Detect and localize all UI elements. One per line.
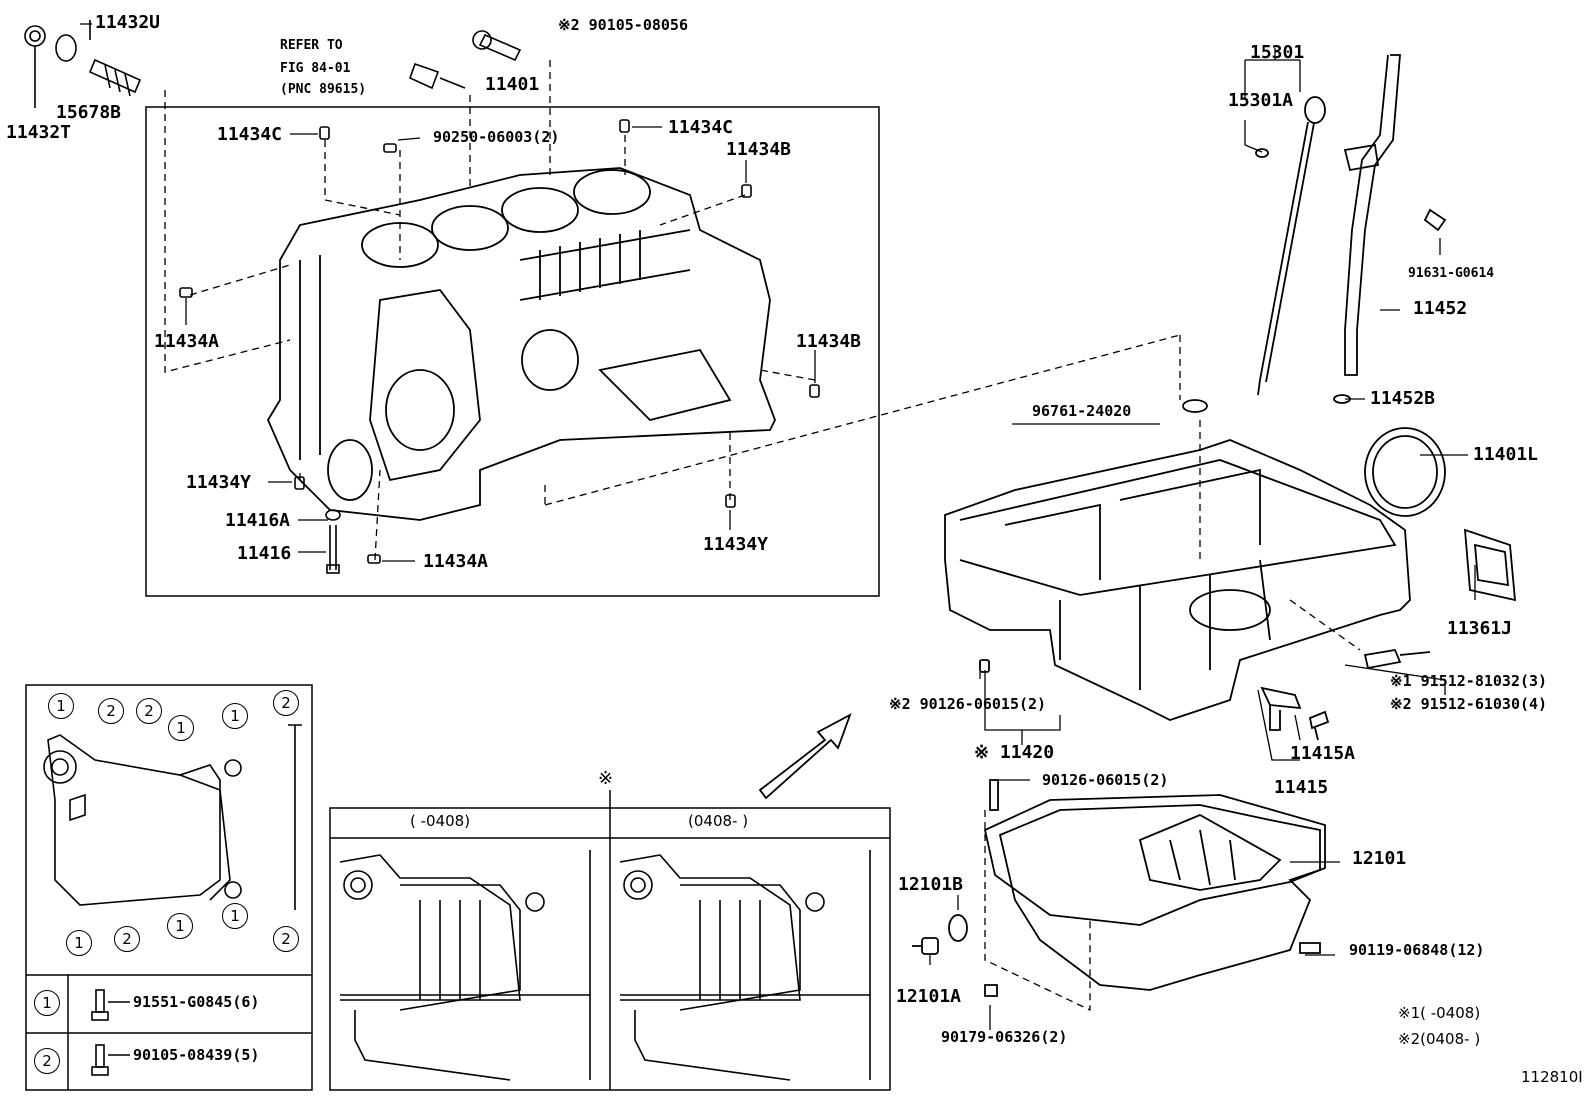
part-label-11401[interactable]: 11401 (485, 74, 540, 95)
part-label-90126-06015-b[interactable]: 90126-06015(2) (1042, 771, 1169, 789)
part-label-15301[interactable]: 15301 (1250, 42, 1305, 63)
oil-pan-upper-drawing (944, 399, 1517, 741)
drain-cock-parts (24, 20, 522, 108)
part-label-11416[interactable]: 11416 (237, 543, 292, 564)
part-label-11415[interactable]: 11415 (1274, 777, 1329, 798)
part-label-11415A[interactable]: 11415A (1290, 743, 1356, 764)
footnote-1: ※1( -0408) (1398, 1004, 1481, 1022)
part-label-15678B[interactable]: 15678B (56, 102, 122, 123)
refer-note-line3: (PNC 89615) (280, 82, 367, 97)
part-label-11432U[interactable]: 11432U (95, 12, 161, 33)
part-label-11434A-left[interactable]: 11434A (154, 331, 220, 352)
legend-row-1-num: 1 (34, 990, 60, 1016)
part-label-96761-24020[interactable]: 96761-24020 (1032, 402, 1132, 420)
bolt-callout: 1 (48, 693, 74, 719)
part-label-11452[interactable]: 11452 (1413, 298, 1468, 319)
part-label-91512-61030[interactable]: ※2 91512-61030(4) (1390, 695, 1548, 713)
bolt-callout: 1 (222, 903, 248, 929)
part-label-11434B-right[interactable]: 11434B (796, 331, 862, 352)
part-label-11434C-left[interactable]: 11434C (217, 124, 283, 145)
inset-header-right: (0408- ) (688, 812, 749, 830)
bolt-callout: 2 (98, 698, 124, 724)
bolt-layout-frame (25, 684, 313, 1091)
part-label-90119-06848[interactable]: 90119-06848(12) (1349, 941, 1485, 959)
part-label-11416A[interactable]: 11416A (225, 510, 291, 531)
part-label-90179-06326[interactable]: 90179-06326(2) (941, 1028, 1068, 1046)
bolt-callout: 1 (167, 913, 193, 939)
cylinder-block-frame (145, 106, 880, 597)
part-label-11452B[interactable]: 11452B (1370, 388, 1436, 409)
footnote-2: ※2(0408- ) (1398, 1030, 1481, 1048)
part-label-11434Y-right[interactable]: 11434Y (703, 534, 769, 555)
refer-note-line1: REFER TO (280, 38, 343, 53)
oil-pan-lower-drawing (912, 779, 1326, 997)
part-label-11434A-bottom[interactable]: 11434A (423, 551, 489, 572)
part-label-11434C-right[interactable]: 11434C (668, 117, 734, 138)
bolt-callout: 2 (136, 698, 162, 724)
legend-bolts (91, 989, 130, 1076)
plugs (179, 119, 820, 574)
part-label-11432T[interactable]: 11432T (6, 122, 72, 143)
view-arrow (758, 713, 852, 800)
inset-mark: ※ (598, 768, 614, 789)
part-label-11434Y-left[interactable]: 11434Y (186, 472, 252, 493)
part-label-12101B[interactable]: 12101B (898, 874, 964, 895)
refer-note-line2[interactable]: FIG 84-01 (280, 61, 351, 76)
cylinder-block-drawing (266, 167, 776, 521)
legend-part-91551-G0845[interactable]: 91551-G0845(6) (133, 993, 260, 1011)
part-label-90126-06015-a[interactable]: ※2 90126-06015(2) (889, 695, 1047, 713)
bolt-callout: 1 (222, 703, 248, 729)
legend-part-90105-08439[interactable]: 90105-08439(5) (133, 1046, 260, 1064)
part-label-90105-08056[interactable]: ※2 90105-08056 (558, 16, 688, 34)
part-label-11434B-top[interactable]: 11434B (726, 139, 792, 160)
part-label-90250-06003[interactable]: 90250-06003(2) (433, 128, 560, 146)
bolt-callout: 2 (273, 926, 299, 952)
bolt-callout: 2 (273, 690, 299, 716)
part-label-12101[interactable]: 12101 (1352, 848, 1407, 869)
bolt-callout: 1 (66, 930, 92, 956)
part-label-15301A[interactable]: 15301A (1228, 90, 1294, 111)
part-label-12101A[interactable]: 12101A (896, 986, 962, 1007)
inset-drawings (339, 850, 871, 1081)
inset-header-left: ( -0408) (410, 812, 471, 830)
legend-row-2-num: 2 (34, 1048, 60, 1074)
part-label-11401L[interactable]: 11401L (1473, 444, 1539, 465)
oil-level-gauge (1255, 54, 1447, 404)
part-label-91512-81032[interactable]: ※1 91512-81032(3) (1390, 672, 1548, 690)
figure-number: 112810I (1521, 1068, 1583, 1086)
bolt-layout-drawing (43, 724, 302, 910)
bolt-callout: 1 (168, 715, 194, 741)
bolt-callout: 2 (114, 926, 140, 952)
part-label-11420[interactable]: ※ 11420 (974, 742, 1055, 763)
part-label-11361J[interactable]: 11361J (1447, 618, 1513, 639)
part-label-91631-G0614[interactable]: 91631-G0614 (1408, 266, 1495, 281)
